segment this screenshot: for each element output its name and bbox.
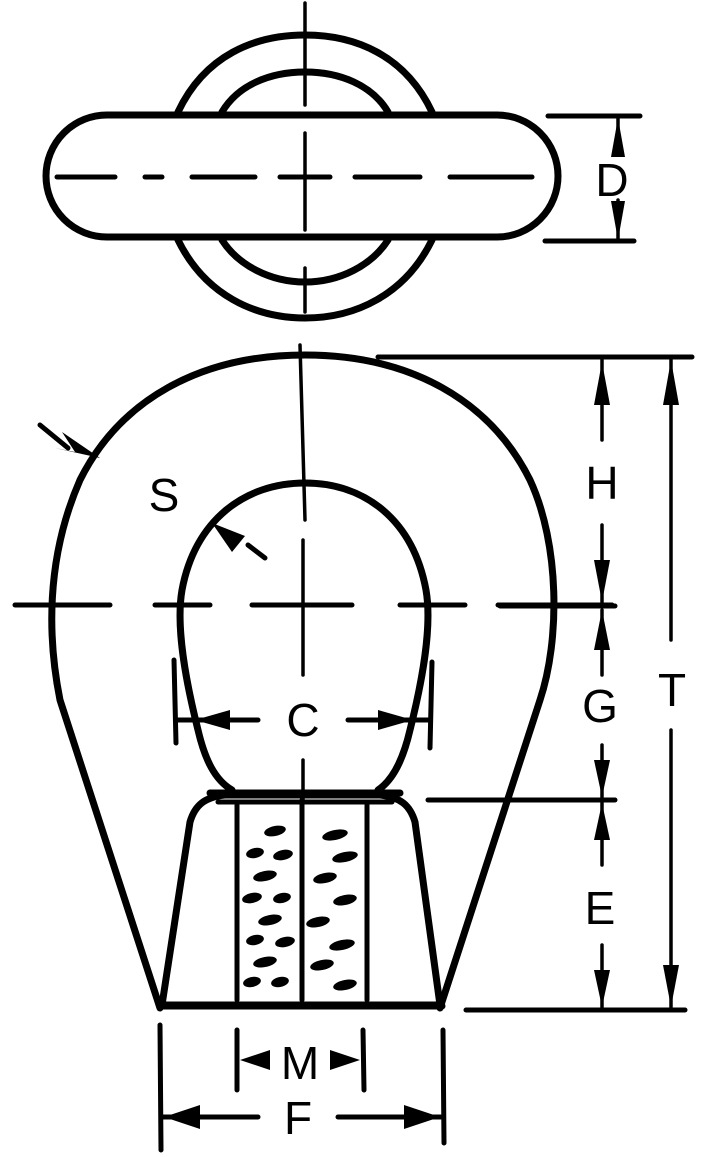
top-outer-ring-lower [174, 236, 436, 322]
label-d: D [595, 154, 629, 206]
top-view [42, 1, 643, 322]
label-g: G [582, 680, 618, 732]
thread-pattern [242, 825, 358, 991]
label-h: H [585, 457, 619, 509]
label-m: M [280, 1037, 320, 1089]
outer-eye-profile [48, 351, 558, 1012]
top-bar [42, 111, 562, 241]
label-s: S [148, 469, 180, 521]
nut-body [158, 791, 444, 1009]
inner-eye-hole [176, 479, 432, 794]
label-t: T [657, 664, 687, 716]
label-c: C [286, 694, 320, 746]
label-e: E [584, 882, 616, 934]
front-view [12, 343, 695, 1153]
label-f: F [283, 1092, 313, 1144]
